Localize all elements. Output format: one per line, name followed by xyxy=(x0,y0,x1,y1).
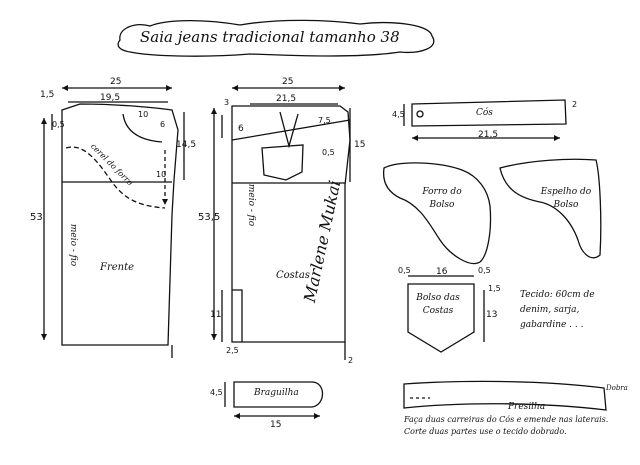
back-slit-w: 2,5 xyxy=(226,346,239,355)
back-pocket-outline xyxy=(261,144,304,181)
title-cloud xyxy=(117,19,435,57)
waistband-button xyxy=(416,110,424,118)
back-pocket-name: Bolso das Costas xyxy=(416,293,460,316)
back-pocket-height: 13 xyxy=(486,310,498,320)
back-yoke-line xyxy=(231,119,351,141)
back-pocket-corner: 0,5 xyxy=(398,266,411,275)
front-width-waist: 19,5 xyxy=(100,93,121,103)
back-hip-h: 15 xyxy=(354,140,366,150)
back-width-top: 25 xyxy=(282,77,294,87)
lining-outline xyxy=(382,162,492,265)
back-name: Costas xyxy=(276,270,310,281)
back-side-top: 3 xyxy=(224,98,230,107)
front-height: 53 xyxy=(30,212,43,223)
fly-width: 15 xyxy=(270,420,282,430)
back-center-label: meio - fio xyxy=(246,183,257,227)
fly-name: Braguilha xyxy=(254,388,299,398)
belt-loop-side: Dobra xyxy=(606,384,628,392)
front-facing-curve xyxy=(65,146,166,209)
belt-loop-name: Presilha xyxy=(508,402,546,412)
footer-note: Faça duas carreiras do Cós e emende nas … xyxy=(404,415,609,436)
back-height: 53,5 xyxy=(198,212,221,223)
front-hip-h: 14,5 xyxy=(176,140,197,150)
front-width-top: 25 xyxy=(110,77,122,87)
back-pocket-side: 1,5 xyxy=(488,284,501,293)
back-yoke-side: 0,5 xyxy=(322,148,335,157)
back-pocket-width: 16 xyxy=(436,267,448,277)
page-title: Saia jeans tradicional tamanho 38 xyxy=(140,28,400,46)
back-yoke-h: 6 xyxy=(238,124,244,134)
front-curve-depth: 10 xyxy=(156,170,167,179)
back-hem: 2 xyxy=(348,356,354,365)
waistband-end: 2 xyxy=(572,100,578,109)
front-pocket-w: 10 xyxy=(138,110,149,119)
back-pocket-corner2: 0,5 xyxy=(478,266,491,275)
fly-outline xyxy=(233,381,324,408)
facing-name: Espelho do Bolso xyxy=(540,187,592,210)
front-pocket-h: 6 xyxy=(160,120,166,129)
waistband-length: 21,5 xyxy=(478,130,499,140)
back-width-waist: 21,5 xyxy=(276,94,297,104)
facing-outline xyxy=(499,158,602,259)
front-side-top: 1,5 xyxy=(40,90,55,100)
back-slit-h: 11 xyxy=(210,310,222,320)
waistband-outline xyxy=(411,99,567,127)
back-slit xyxy=(232,289,243,342)
front-pocket-curve xyxy=(122,113,163,143)
front-center-label: meio - fio xyxy=(68,223,79,267)
belt-loop-outline xyxy=(403,380,607,411)
lining-name: Forro do Bolso xyxy=(422,187,462,210)
fabric-note: Tecido: 60cm de denim, sarja, gabardine … xyxy=(520,290,595,330)
back-yoke-w: 7,5 xyxy=(318,116,331,125)
waistband-name: Cós xyxy=(476,108,493,118)
front-name: Frente xyxy=(100,262,135,273)
back-outline xyxy=(231,105,351,343)
waistband-width: 4,5 xyxy=(392,110,405,119)
fly-height: 4,5 xyxy=(210,388,223,397)
back-pocket-piece xyxy=(407,283,475,353)
front-waist-drop: 0,5 xyxy=(52,120,65,129)
front-outline xyxy=(61,103,179,346)
